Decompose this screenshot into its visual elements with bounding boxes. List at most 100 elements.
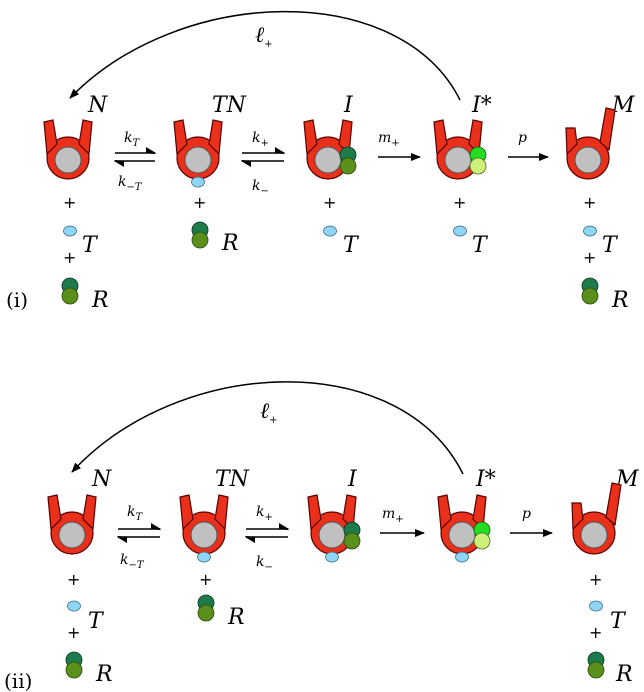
rate-l-plus: ℓ+ [255,23,273,50]
arrow-N-TN [117,523,161,543]
species-R-N [65,651,83,679]
T-token [325,551,339,563]
plus-sign: + [63,193,76,212]
core [314,146,342,174]
species-label-R: R [611,288,629,313]
species-T-M [583,225,597,237]
species-label-T: T [88,609,105,634]
core [580,521,608,549]
feedback-arc-l-plus [69,10,461,101]
arm-left [179,494,194,531]
rate-m-plus: m+ [382,506,404,525]
molecule-I-star [433,119,487,180]
arm-left [43,119,58,156]
feedback-arc-l-plus [71,381,464,475]
arm-left [437,494,452,531]
rate-kT: kT [127,504,143,523]
species-R-TN [191,221,209,249]
plus-sign: + [453,193,466,212]
R-token-bottom [61,287,79,305]
arm-right [472,494,487,531]
arm-right-broken [605,482,622,527]
rate-k-minus-T: k−T [120,552,145,571]
plus-sign: + [589,623,602,642]
state-label-I: I [347,467,358,492]
arm-right-broken [599,107,616,152]
panel-label-i: (i) [6,288,28,312]
molecule-M [565,107,616,180]
plus-sign: + [589,570,602,589]
core [58,521,86,549]
R-token-bottom [587,661,605,679]
R-token-bottom [581,287,599,305]
T-token [323,225,337,237]
species-label-R: R [227,605,245,630]
species-R-TN [197,594,215,622]
rate-k-minus: k− [252,178,269,197]
molecule-I-star [437,494,491,563]
species-T-I [323,225,337,237]
arm-right [468,119,483,156]
T-token [67,600,81,612]
activated-token-bottom [469,157,487,175]
activated-token-bottom [473,532,491,550]
arm-right [78,119,93,156]
molecule-TN [173,119,223,188]
state-label-N: N [87,93,108,118]
T-token [453,225,467,237]
arm-left [307,494,322,531]
plus-sign: + [63,248,76,267]
state-label-I-star: I* [471,93,492,118]
T-token [63,225,77,237]
species-label-T: T [472,233,489,258]
molecule-M [571,482,622,555]
species-T-M [589,600,603,612]
core [190,521,218,549]
arm-left [303,119,318,156]
arm-right [342,494,357,531]
species-label-T: T [610,609,627,634]
species-label-R: R [95,662,113,687]
T-token [191,176,205,188]
T-token [583,225,597,237]
species-R-N [61,277,79,305]
arm-right [338,119,353,156]
state-label-TN: TN [212,93,247,118]
R-token-bottom [65,661,83,679]
species-label-T: T [602,233,619,258]
rate-p: p [518,130,527,146]
T-token [197,551,211,563]
rate-k-plus: k+ [252,130,269,149]
arm-left [565,127,578,156]
arm-left [173,119,188,156]
arrow-TN-I [241,147,285,167]
panel-i: ℓ+ N TN I I* M kT k−T k+ k− m+ p + + [6,10,635,313]
arm-right [214,494,229,531]
rate-kT: kT [124,130,140,149]
rate-k-minus: k− [256,554,273,573]
core [184,146,212,174]
species-T-N [63,225,77,237]
rate-k-minus-T: k−T [118,174,143,193]
rate-m-plus: m+ [378,130,400,149]
state-label-I-star: I* [475,467,496,492]
arrow-N-TN [114,147,156,167]
T-token [455,551,469,563]
plus-sign: + [583,248,596,267]
plus-sign: + [67,623,80,642]
plus-sign: + [193,193,206,212]
R-token-bottom [191,231,209,249]
species-R-M [581,277,599,305]
species-T-N [67,600,81,612]
panel-ii: ℓ+ N TN I I* M kT k−T k+ k− m+ p + + + T [4,381,639,692]
core [54,146,82,174]
rate-p: p [522,506,531,522]
molecule-N [47,494,97,555]
plus-sign: + [199,570,212,589]
plus-sign: + [583,193,596,212]
species-label-R: R [221,231,239,256]
state-label-I: I [343,93,354,118]
molecule-I [303,119,357,180]
species-label-R: R [615,662,633,687]
